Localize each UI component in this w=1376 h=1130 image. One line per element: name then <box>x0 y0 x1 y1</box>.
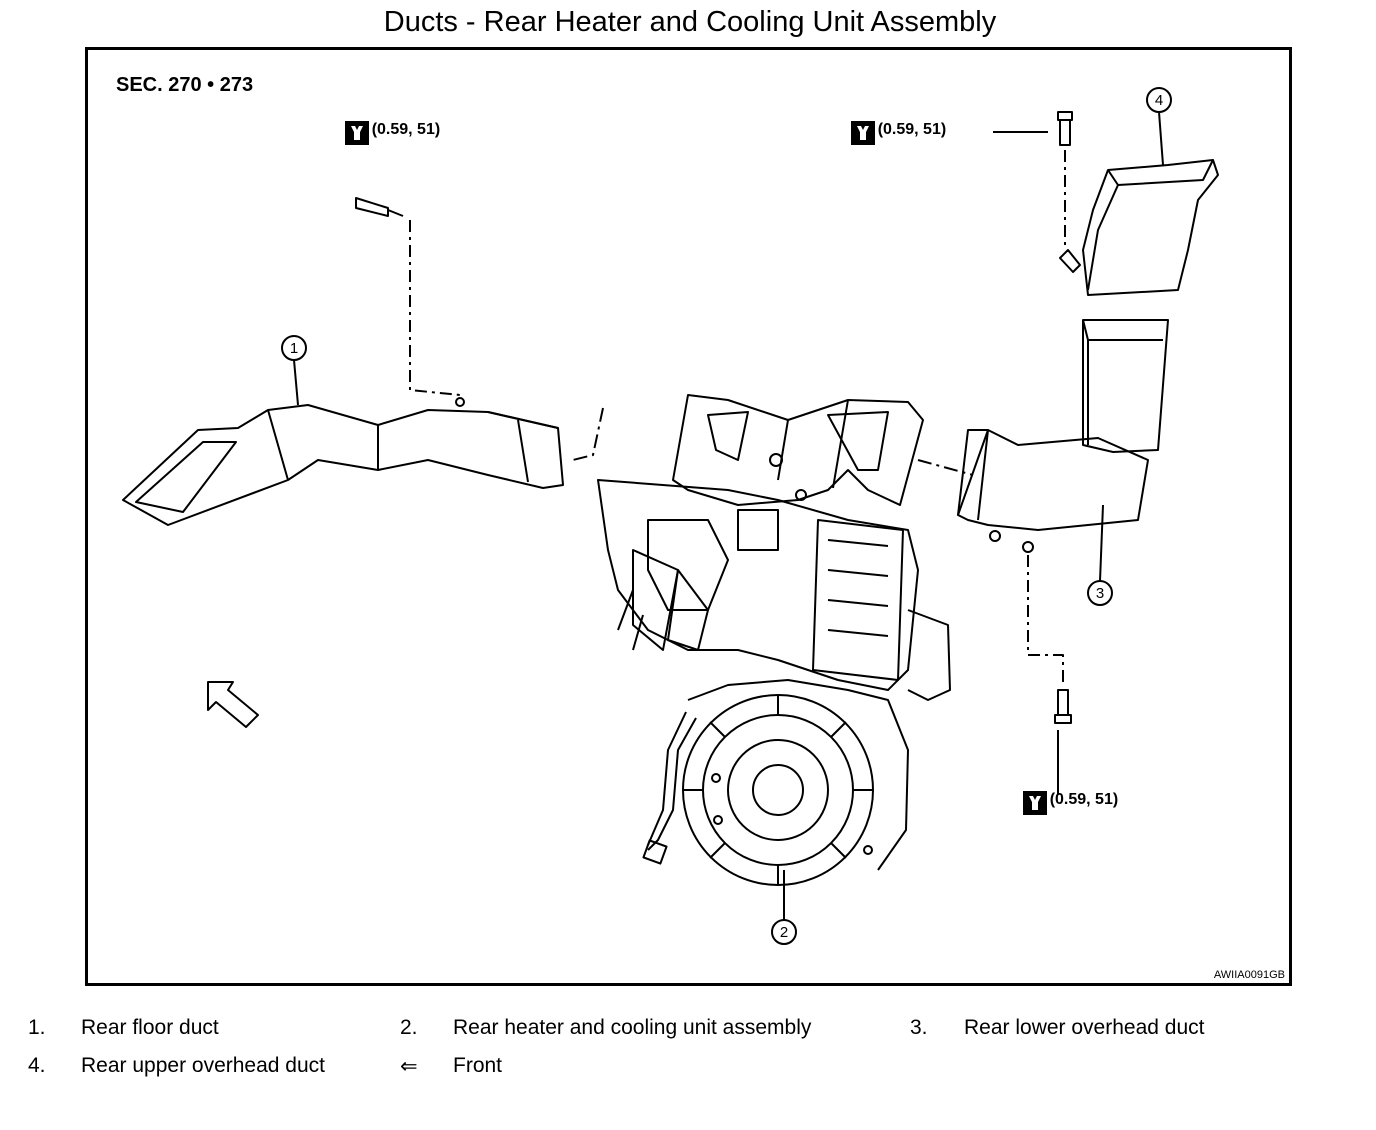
section-reference: SEC. 270 • 273 <box>116 74 254 96</box>
callout-3-marker <box>1087 504 1113 606</box>
torque-wrench-icon <box>851 121 875 145</box>
bolt-duct-1 <box>355 197 404 217</box>
rear-floor-duct <box>122 397 564 526</box>
legend-num-4: 4. <box>28 1054 46 1077</box>
legend-label-front: Front <box>453 1054 503 1077</box>
legend-label-4: Rear upper overhead duct <box>81 1054 325 1077</box>
bolt-alignment-line-1 <box>409 220 461 396</box>
bolt-duct-3 <box>1054 689 1072 724</box>
front-direction-arrow-icon <box>207 681 259 728</box>
figure-id: AWIIA0091GB <box>1213 969 1285 981</box>
legend-num-3: 3. <box>910 1016 928 1039</box>
bolt-alignment-line-3 <box>1027 555 1064 685</box>
bolt-duct-4 <box>1057 111 1073 146</box>
callout-3: 3 <box>1096 585 1104 602</box>
rear-heater-cooling-unit <box>597 394 951 886</box>
legend-label-2: Rear heater and cooling unit assembly <box>453 1016 812 1039</box>
legend-label-1: Rear floor duct <box>81 1016 219 1039</box>
torque-spec-2: 5.8 (0.59, 51) <box>851 121 946 145</box>
rear-lower-overhead-duct <box>957 319 1169 553</box>
callout-1: 1 <box>290 340 298 357</box>
exploded-view-drawing: 1 2 3 4 <box>122 87 1219 945</box>
legend-label-3: Rear lower overhead duct <box>964 1016 1205 1039</box>
diagram-title: Ducts - Rear Heater and Cooling Unit Ass… <box>383 6 997 38</box>
torque-spec-1: 5.8 (0.59, 51) <box>345 121 440 145</box>
rear-upper-overhead-duct <box>1059 159 1219 296</box>
unit-to-duct-1-line <box>572 407 604 461</box>
callout-4-marker <box>1146 87 1172 166</box>
diagram-frame: 1 2 3 4 SEC. 270 • 273 5.8 (0.59, 51) 5.… <box>85 47 1292 986</box>
legend-front-arrow-icon: ⇐ <box>400 1055 418 1078</box>
legend-num-2: 2. <box>400 1016 418 1039</box>
torque-wrench-icon <box>1023 791 1047 815</box>
torque-wrench-icon <box>345 121 369 145</box>
callout-2-marker <box>771 870 797 945</box>
callout-1-marker <box>281 335 307 406</box>
torque-spec-3: 5.8 (0.59, 51) <box>1023 791 1118 815</box>
legend-num-1: 1. <box>28 1016 46 1039</box>
callout-4: 4 <box>1155 92 1163 109</box>
callout-2: 2 <box>780 924 788 941</box>
